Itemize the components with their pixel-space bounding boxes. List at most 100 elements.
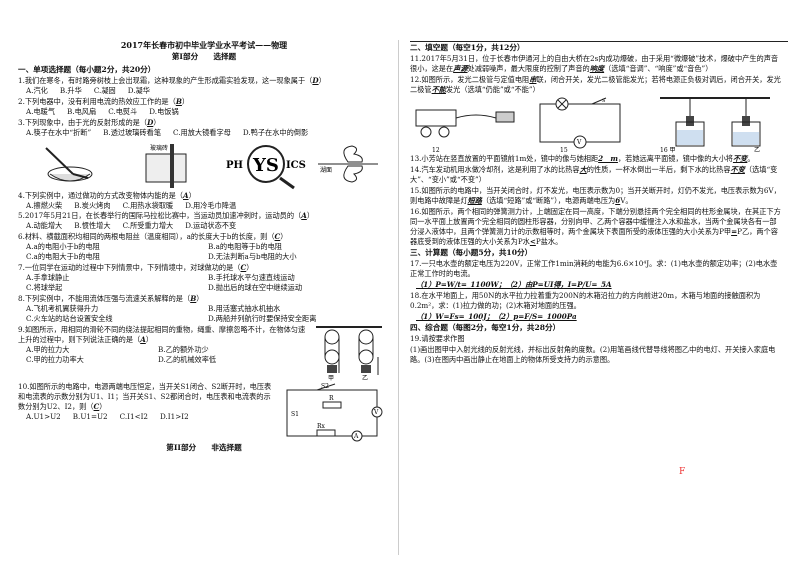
fig-caption: 16 甲 xyxy=(660,147,676,154)
option: A.汽化 xyxy=(26,85,48,95)
column-divider xyxy=(398,40,399,555)
section4-title: 四、综合题（每图2分，每空1分，共28分） xyxy=(410,322,561,332)
fig-label: V xyxy=(373,409,379,416)
question-16: 16.如图所示，两个相同的弹簧测力计，上端固定在同一高度，下端分别悬挂两个完全相… xyxy=(410,206,781,246)
option: C.甲的拉力功率大 xyxy=(26,354,84,364)
question-6: 6.材料、横截面积均相同的两根电阻丝（温度相同），a的长度大于b的长度，则（C）… xyxy=(18,232,390,262)
option: D.用冷毛巾降温 xyxy=(185,200,237,210)
option: C.凝固 xyxy=(93,85,116,95)
answer-18: （1）W=Fs=_100J；（2）p=F/S=_1000Pa xyxy=(416,311,577,321)
option: D.乙的机械效率低 xyxy=(158,354,217,364)
duck-reflection-figure: 湖面 xyxy=(318,145,378,183)
question-5: 5.2017年5月21日，在长春举行的国际马拉松比赛中，当运动员加速冲刺时，运动… xyxy=(18,211,315,231)
option: D.两船并列航行时要保持安全距离 xyxy=(208,313,317,323)
answer-7: C xyxy=(240,263,247,273)
fig-label: PH xyxy=(226,160,243,171)
fig-label: 玻璃砖 xyxy=(150,144,168,152)
fig-caption: 乙 xyxy=(754,147,760,154)
blank: = xyxy=(731,226,738,236)
fig-label: R xyxy=(329,395,334,402)
option: C.火车站的站台设置安全线 xyxy=(26,313,113,323)
fig-label: 湖面 xyxy=(320,166,332,174)
fig-label: YS xyxy=(252,155,279,176)
pulley-figure: 甲 乙 xyxy=(316,325,382,381)
question-8: 8.下列实例中，不能用流体压强与流速关系解释的是（B） A.飞机考机翼获得升力 … xyxy=(18,294,390,324)
fig-label: 乙 xyxy=(362,375,368,381)
option: A.飞机考机翼获得升力 xyxy=(26,303,99,313)
spring-scale-figure: 16 甲 乙 xyxy=(660,97,770,154)
option: C.所受重力增大 xyxy=(122,221,174,231)
red-mark: F xyxy=(679,467,686,477)
answer-3: D xyxy=(147,117,154,127)
option: A.电暖气 xyxy=(26,106,56,116)
option: D.运动状态不变 xyxy=(185,221,237,231)
question-7: 7.一位同学在运动的过程中下列情景中，下列情境中，对球做功的是（C） A.手拿球… xyxy=(18,263,390,293)
option: C.将球举起 xyxy=(26,283,63,293)
question-12: 12.如图所示，发光二极管与定值电阻串联，闭合开关，发光二极管能发光；若将电源正… xyxy=(410,75,781,95)
option: D.抛出后的球在空中继续运动 xyxy=(208,283,303,293)
option: C.用热水袋取暖 xyxy=(122,200,174,210)
blank: 大 xyxy=(579,165,587,175)
answer-1: D xyxy=(312,75,319,85)
question-2: 2.下列电器中，没有利用电流的热效应工作的是（B） A.电暖气 B.电风扇 C.… xyxy=(18,96,190,116)
option: A.甲的拉力大 xyxy=(26,344,70,354)
option: B.用活塞式抽水机抽水 xyxy=(208,303,281,313)
option: A.动能增大 xyxy=(26,221,63,231)
option: B.手托球水平匀速直线运动 xyxy=(208,273,295,283)
fig-caption: 12 xyxy=(432,147,440,154)
option: C.用放大镜看字母 xyxy=(173,127,231,137)
option: D.无法判断a与b电阻的大小 xyxy=(208,252,297,262)
answer-10: C xyxy=(93,401,100,411)
option: B.透过玻璃砖看笔 xyxy=(103,127,162,137)
answer-5: A xyxy=(301,211,307,221)
section2-title: 二、填空题（每空1分，共12分） xyxy=(410,43,525,52)
question-14: 14.汽车发动机用水做冷却剂，这是利用了水的比热容大的性质，一杯水倒出一半后，剩… xyxy=(410,165,778,185)
led-circuit-figure: 12 xyxy=(415,109,515,154)
answer-8: B xyxy=(190,293,197,303)
option: A.手拿球静止 xyxy=(26,273,70,283)
fig-label: S2 xyxy=(321,383,329,390)
fill-in-figures: 12 S V 15 xyxy=(415,97,770,154)
part2-heading: 第II部分 非选择题 xyxy=(166,442,242,452)
blank: 串 xyxy=(529,75,537,85)
blank: 2 m xyxy=(598,154,618,164)
option: A.a的电阻小于b的电阻 xyxy=(26,242,100,252)
blank: 声源 xyxy=(453,64,468,74)
fig-label: ICS xyxy=(286,160,306,171)
fig-label: Rx xyxy=(317,423,326,430)
question-9: 9.如图所示，用相同的滑轮不同的绕法提起相同的重物，绳重、摩擦忽略不计，在物体匀… xyxy=(18,325,390,381)
option: B.a的电阻等于b的电阻 xyxy=(208,242,282,252)
option: B.电风扇 xyxy=(67,106,97,116)
chopsticks-bowl-figure xyxy=(45,146,93,182)
answer-9: A xyxy=(140,334,146,344)
circuit-figure-q10: S2 R S1 Rx V A xyxy=(286,383,383,442)
svg-text:S: S xyxy=(602,98,606,104)
q3-figures: 玻璃砖 PH YS ICS 湖面 xyxy=(45,143,378,189)
fig-label: A xyxy=(353,433,359,440)
right-column: 二、填空题（每空1分，共12分） 11.2017年5月31日，位于长春市伊通河上… xyxy=(410,42,782,562)
question-15: 15.如图所示的电路中，当开关闭合时，灯不发光，电压表示数为0；当开关断开时，灯… xyxy=(410,186,781,205)
option: B.升华 xyxy=(59,85,82,95)
answer-6: C xyxy=(274,232,281,242)
question-18: 18.在水平地面上，用50N的水平拉力拉着重为200N的木箱沿拉力的方向前进20… xyxy=(410,290,761,310)
fig-caption: 15 xyxy=(560,147,568,154)
option: C.I1<I2 xyxy=(119,411,148,421)
question-3: 3.下列现象中，由于光的反射形成的是（D） A.筷子在水中“折断” B.透过玻璃… xyxy=(18,118,390,190)
option: A.U1>U2 xyxy=(26,411,61,421)
option: D.凝华 xyxy=(127,85,150,95)
question-17: 17.一只电水壶的额定电压为220V，正常工作1min消耗的电能为6.6×10⁴… xyxy=(410,259,778,279)
magnifier-figure: PH YS ICS xyxy=(226,144,306,189)
option: C.a的电阻大于b的电阻 xyxy=(26,252,100,262)
section1-title: 一、单项选择题（每小题2分，共20分） xyxy=(18,64,156,74)
option: B.炭火烤肉 xyxy=(74,200,111,210)
blank: 不变 xyxy=(732,154,748,164)
option: D.鸭子在水中的倒影 xyxy=(242,127,309,137)
question-13: 13.小芳站在竖直放置的平面镜前1m处，镜中的像与她相距2 m，若她远离平面镜，… xyxy=(410,154,755,164)
top-rule xyxy=(410,41,788,42)
option: D.I1>I2 xyxy=(160,411,189,421)
section3-title: 三、计算题（每小题5分，共10分） xyxy=(410,247,533,257)
answer-17: （1）P=W/t=_1100W；（2）由P=UI得，I=P/U=_5A xyxy=(416,280,612,289)
blank: 不变 xyxy=(730,165,745,175)
blank: 6 xyxy=(615,195,621,205)
